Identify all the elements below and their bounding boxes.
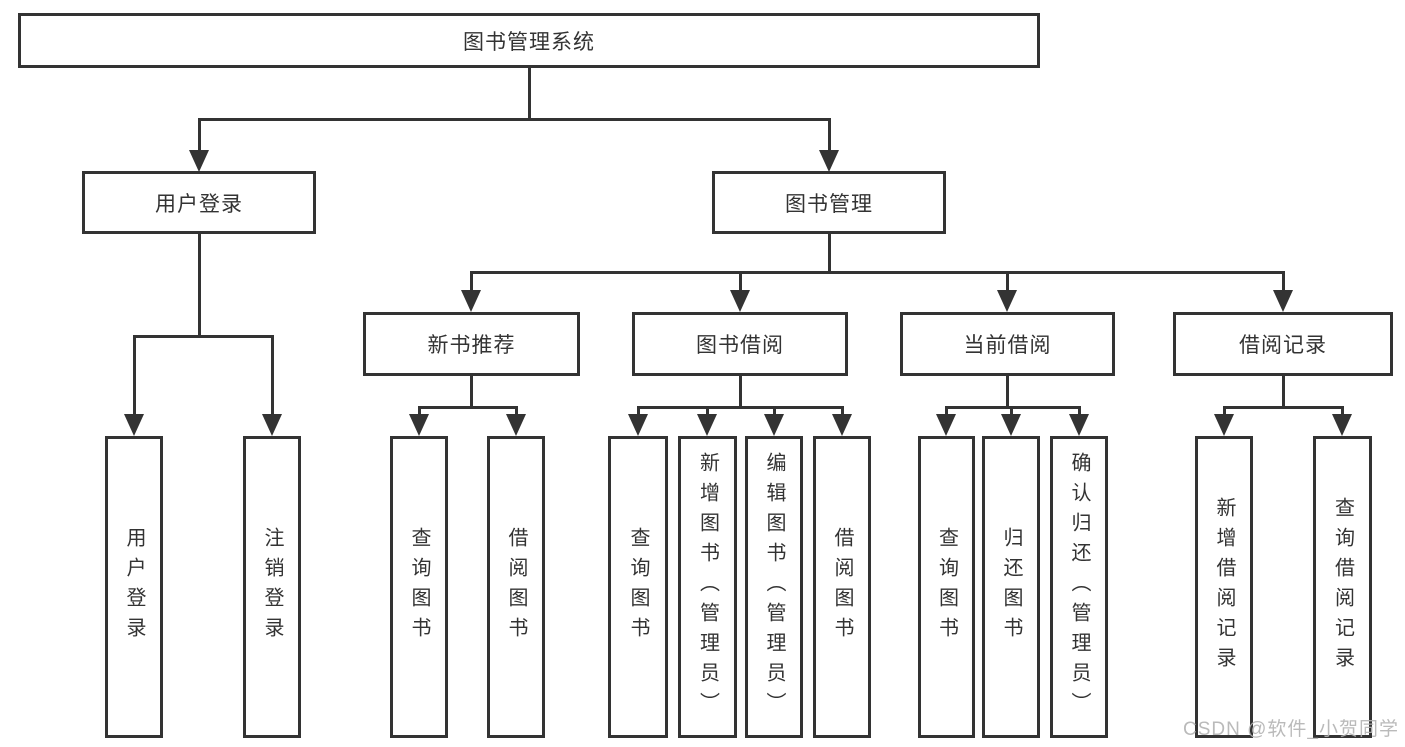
node-root-library-system: 图书管理系统 <box>18 13 1040 68</box>
connector-drop-records <box>1282 271 1285 293</box>
connector-recommend-stem <box>470 376 473 408</box>
connector-drop-recommend <box>470 271 473 293</box>
arrowhead-g5-2 <box>1332 414 1352 436</box>
leaf-borrow-books: 借阅图书 <box>813 436 871 738</box>
leaf-confirm-return-admin: 确认归还（管理员） <box>1050 436 1108 738</box>
arrowhead-g3-3 <box>764 414 784 436</box>
connector-root-hbar <box>198 118 831 121</box>
connector-drop-g4-1 <box>945 406 948 418</box>
arrowhead-g5-1 <box>1214 414 1234 436</box>
arrowhead-g4-3 <box>1069 414 1089 436</box>
connector-current-stem <box>1006 376 1009 408</box>
connector-records-hbar <box>1223 406 1344 409</box>
node-book-borrowing: 图书借阅 <box>632 312 848 376</box>
connector-drop-leaf-logout <box>271 335 274 418</box>
connector-drop-g3-4 <box>841 406 844 418</box>
connector-current-hbar <box>945 406 1081 409</box>
connector-borrowing-hbar <box>637 406 844 409</box>
arrowhead-current <box>997 290 1017 312</box>
node-borrowing-records: 借阅记录 <box>1173 312 1393 376</box>
connector-mgmt-hbar <box>470 271 1285 274</box>
leaf-query-books-recommend: 查询图书 <box>390 436 448 738</box>
connector-drop-g3-3 <box>773 406 776 418</box>
connector-mgmt-stem <box>828 234 831 272</box>
connector-drop-book-management <box>828 118 831 154</box>
arrowhead-g3-2 <box>697 414 717 436</box>
arrowhead-records <box>1273 290 1293 312</box>
arrowhead-g2-2 <box>506 414 526 436</box>
leaf-add-books-admin: 新增图书（管理员） <box>678 436 737 738</box>
connector-login-hbar <box>133 335 274 338</box>
csdn-watermark: CSDN @软件_小贺同学 <box>1183 719 1399 740</box>
connector-drop-g4-3 <box>1078 406 1081 418</box>
connector-drop-g5-1 <box>1223 406 1226 418</box>
arrowhead-g3-4 <box>832 414 852 436</box>
arrowhead-book-management <box>819 150 839 172</box>
node-book-management: 图书管理 <box>712 171 946 234</box>
connector-borrowing-stem <box>739 376 742 408</box>
connector-login-stem <box>198 234 201 336</box>
leaf-query-borrow-record: 查询借阅记录 <box>1313 436 1372 738</box>
leaf-edit-books-admin: 编辑图书（管理员） <box>745 436 803 738</box>
connector-recommend-hbar <box>418 406 518 409</box>
connector-records-stem <box>1282 376 1285 408</box>
connector-drop-g2-1 <box>418 406 421 418</box>
arrowhead-g2-1 <box>409 414 429 436</box>
arrowhead-user-login <box>189 150 209 172</box>
node-new-book-recommendation: 新书推荐 <box>363 312 580 376</box>
connector-drop-g4-2 <box>1010 406 1013 418</box>
node-current-borrowing: 当前借阅 <box>900 312 1115 376</box>
leaf-logout: 注销登录 <box>243 436 301 738</box>
connector-drop-borrowing <box>739 271 742 293</box>
leaf-query-books-current: 查询图书 <box>918 436 975 738</box>
node-user-login: 用户登录 <box>82 171 316 234</box>
arrowhead-leaf-logout <box>262 414 282 436</box>
arrowhead-g4-2 <box>1001 414 1021 436</box>
leaf-borrow-books-recommend: 借阅图书 <box>487 436 545 738</box>
connector-drop-g5-2 <box>1341 406 1344 418</box>
arrowhead-g4-1 <box>936 414 956 436</box>
leaf-user-login: 用户登录 <box>105 436 163 738</box>
connector-drop-g3-1 <box>637 406 640 418</box>
arrowhead-recommend <box>461 290 481 312</box>
arrowhead-borrowing <box>730 290 750 312</box>
arrowhead-leaf-login <box>124 414 144 436</box>
connector-drop-current <box>1006 271 1009 293</box>
arrowhead-g3-1 <box>628 414 648 436</box>
connector-drop-user-login <box>198 118 201 154</box>
leaf-add-borrow-record: 新增借阅记录 <box>1195 436 1253 738</box>
connector-drop-leaf-login <box>133 335 136 418</box>
connector-drop-g2-2 <box>515 406 518 418</box>
connector-drop-g3-2 <box>706 406 709 418</box>
leaf-query-books-borrow: 查询图书 <box>608 436 668 738</box>
connector-root-stem <box>528 68 531 119</box>
leaf-return-books: 归还图书 <box>982 436 1040 738</box>
